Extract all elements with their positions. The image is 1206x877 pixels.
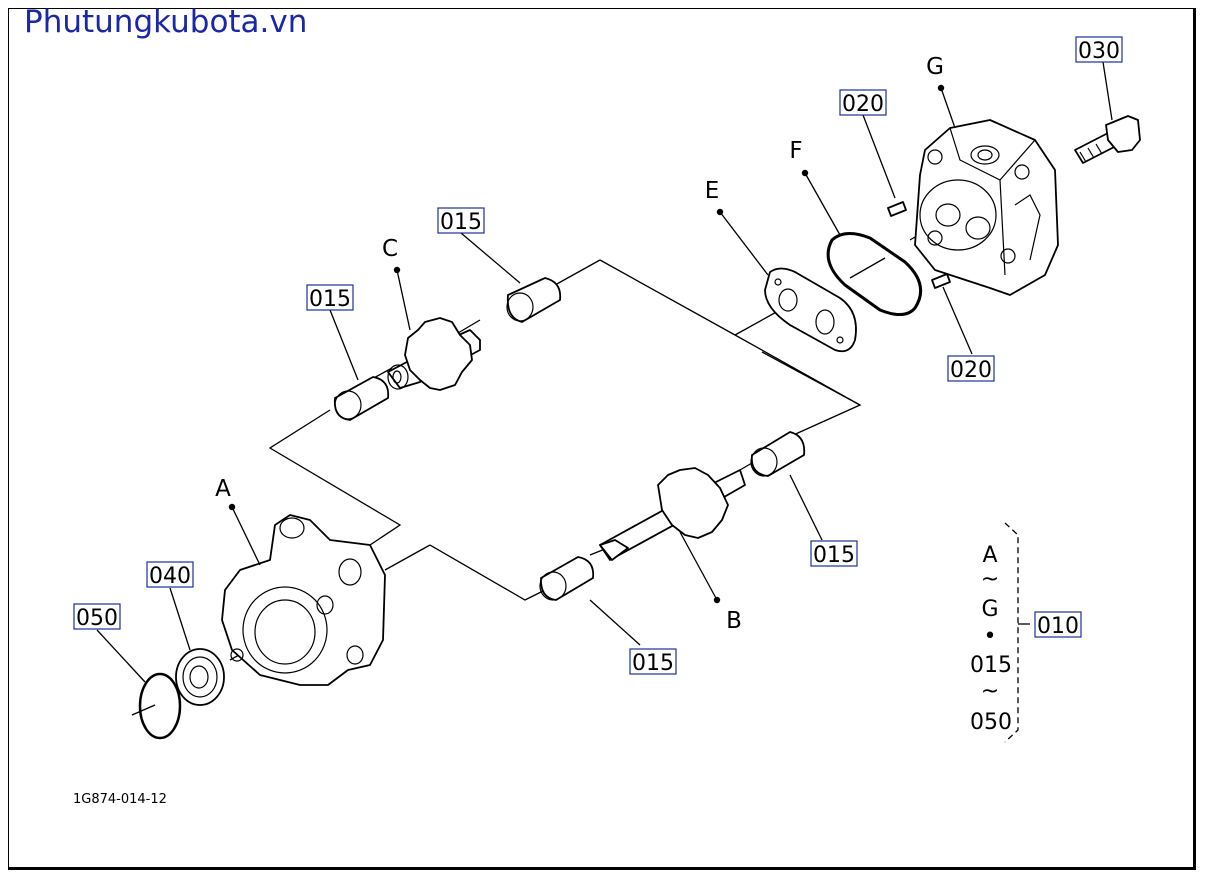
part-ref-015-c-right[interactable]: 015 — [437, 207, 485, 235]
legend-to-num: 050 — [970, 710, 1012, 735]
legend-to-letter: G — [981, 597, 998, 622]
label-a: A — [215, 476, 231, 502]
diagram-frame — [8, 8, 1196, 870]
label-b: B — [726, 608, 742, 634]
svg-text:050: 050 — [76, 606, 118, 631]
part-ref-010[interactable]: 010 — [1034, 611, 1082, 639]
svg-text:020: 020 — [950, 358, 992, 383]
legend-from-num: 015 — [970, 653, 1012, 678]
svg-text:010: 010 — [1037, 614, 1079, 639]
drawing-code: 1G874-014-12 — [73, 792, 167, 807]
label-e: E — [705, 178, 720, 204]
part-b-shaft-gear — [599, 467, 746, 561]
part-015-bushings — [333, 277, 806, 601]
part-020-pins — [887, 201, 951, 289]
part-ref-020-top[interactable]: 020 — [839, 89, 887, 117]
svg-text:030: 030 — [1078, 39, 1120, 64]
label-f: F — [789, 138, 802, 164]
part-ref-040[interactable]: 040 — [146, 561, 194, 589]
part-ref-030[interactable]: 030 — [1075, 36, 1123, 64]
assembly-legend: A ~ G • 015 ~ 050 — [970, 522, 1030, 743]
site-title: Phutungkubota.vn — [24, 4, 308, 40]
svg-text:040: 040 — [149, 564, 191, 589]
part-040-seal — [175, 648, 225, 706]
part-e-plate — [764, 267, 857, 353]
label-g: G — [926, 54, 944, 80]
svg-text:015: 015 — [813, 543, 855, 568]
leader-lines — [96, 61, 1113, 683]
label-c: C — [382, 236, 398, 262]
svg-text:020: 020 — [842, 92, 884, 117]
part-g-cover — [914, 119, 1059, 296]
leader-dots — [228, 84, 945, 604]
part-f-oring — [826, 232, 923, 316]
part-ref-020-bottom[interactable]: 020 — [947, 355, 995, 383]
legend-from-letter: A — [982, 543, 997, 568]
svg-text:015: 015 — [440, 210, 482, 235]
part-a-housing — [221, 514, 386, 686]
legend-tilde-1: ~ — [981, 567, 999, 592]
part-050-snap-ring — [138, 672, 182, 740]
legend-tilde-2: ~ — [981, 679, 999, 704]
svg-text:015: 015 — [309, 287, 351, 312]
part-ref-015-b-right[interactable]: 015 — [810, 540, 858, 568]
part-c-gear — [387, 317, 481, 391]
part-ref-050[interactable]: 050 — [73, 603, 121, 631]
part-ref-015-b-left[interactable]: 015 — [629, 648, 677, 676]
legend-dot: • — [984, 624, 997, 649]
svg-text:015: 015 — [632, 651, 674, 676]
part-030-bolt — [1074, 115, 1141, 164]
part-ref-015-c-left[interactable]: 015 — [306, 284, 354, 312]
